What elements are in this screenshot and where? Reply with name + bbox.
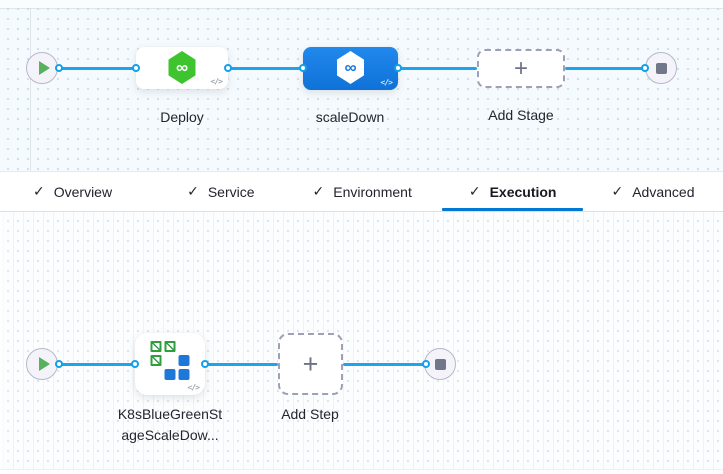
stage-card-deploy[interactable]: ∞ </> xyxy=(136,47,228,89)
tab-label: Execution xyxy=(489,183,557,200)
canvas-boundary-vertical xyxy=(30,8,31,171)
canvas-boundary-horizontal xyxy=(0,8,723,9)
stage-canvas[interactable]: ∞ </> ∞ </> + Deploy scaleDown Add Stage xyxy=(0,0,723,171)
canvas-edge-top xyxy=(0,0,723,8)
port-step-end-in[interactable] xyxy=(422,360,430,368)
tab-service[interactable]: ✓ Service xyxy=(187,172,254,211)
port-step-start-out[interactable] xyxy=(55,360,63,368)
add-stage-button[interactable]: + xyxy=(477,49,565,88)
execution-start-node xyxy=(26,348,58,380)
play-icon xyxy=(38,61,50,75)
connector-addstep-end xyxy=(343,362,426,366)
stage-config-tabbar: ✓ Overview ✓ Service ✓ Environment ✓ Exe… xyxy=(0,171,723,212)
port-step-in[interactable] xyxy=(131,360,139,368)
tab-advanced[interactable]: ✓ Advanced xyxy=(611,172,694,211)
port-scaledown-out[interactable] xyxy=(394,64,402,72)
stop-icon xyxy=(434,358,446,370)
connector-deploy-scaledown xyxy=(227,66,303,70)
stage-label-deploy: Deploy xyxy=(160,109,204,125)
code-icon: </> xyxy=(210,77,223,86)
tab-execution[interactable]: ✓ Execution xyxy=(441,172,584,211)
tab-label: Advanced xyxy=(632,183,695,200)
add-stage-label: Add Stage xyxy=(488,107,554,123)
check-icon: ✓ xyxy=(468,183,481,199)
k8s-blue-green-icon xyxy=(150,341,190,380)
connector-step-addstep xyxy=(205,362,278,366)
step-card-k8s-bluegreen-scaledown[interactable]: </> xyxy=(135,333,205,395)
port-deploy-in[interactable] xyxy=(132,64,140,72)
pipeline-start-node xyxy=(26,52,58,84)
plus-icon: + xyxy=(513,54,528,82)
tab-label: Environment xyxy=(333,183,412,200)
code-icon: </> xyxy=(187,383,200,392)
stage-label-scaledown: scaleDown xyxy=(315,109,385,125)
harness-cd-icon: ∞ xyxy=(168,51,196,84)
port-start-out[interactable] xyxy=(55,64,63,72)
port-deploy-out[interactable] xyxy=(224,64,232,72)
connector-start-step xyxy=(59,362,135,366)
execution-canvas[interactable]: </> + K8sBlueGreenSt ageScaleDow... Add … xyxy=(0,212,723,474)
port-scaledown-in[interactable] xyxy=(299,64,307,72)
connector-start-deploy xyxy=(59,66,137,70)
code-icon: </> xyxy=(380,78,393,87)
plus-icon: + xyxy=(302,348,319,379)
stop-icon xyxy=(655,62,667,74)
check-icon: ✓ xyxy=(187,183,199,199)
check-icon: ✓ xyxy=(33,183,45,199)
canvas-left-fade xyxy=(0,212,10,474)
add-step-button[interactable]: + xyxy=(278,333,343,395)
add-step-label: Add Step xyxy=(281,406,339,422)
active-tab-underline xyxy=(441,208,584,211)
pipeline-end-node xyxy=(645,52,677,84)
tab-environment[interactable]: ✓ Environment xyxy=(313,172,412,211)
canvas-bottom-fade xyxy=(0,469,723,474)
port-step-out[interactable] xyxy=(201,360,209,368)
tab-label: Overview xyxy=(53,183,113,200)
tab-overview[interactable]: ✓ Overview xyxy=(33,172,112,211)
connector-scaledown-addstage xyxy=(398,66,477,70)
step-label: K8sBlueGreenSt ageScaleDow... xyxy=(117,406,223,443)
stage-card-scaledown[interactable]: ∞ </> xyxy=(303,47,398,90)
port-end-in[interactable] xyxy=(641,64,649,72)
play-icon xyxy=(38,357,50,371)
tab-label: Service xyxy=(207,183,255,200)
check-icon: ✓ xyxy=(611,183,624,199)
connector-addstage-end xyxy=(565,66,645,70)
check-icon: ✓ xyxy=(312,183,325,199)
harness-cd-icon: ∞ xyxy=(337,51,364,84)
